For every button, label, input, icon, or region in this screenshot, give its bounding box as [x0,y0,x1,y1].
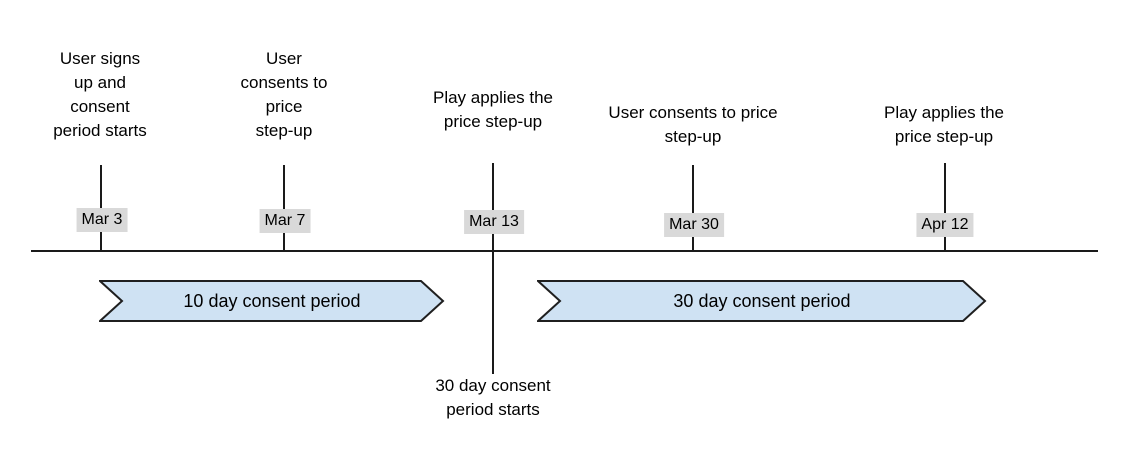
annotation-tick-mar-13 [492,252,494,374]
event-caption-mar-7: User consents to price step-up [240,49,328,140]
chevron-banner-shape [99,280,445,322]
event-date-mar-7: Mar 7 [259,209,311,233]
event-date-mar-30: Mar 30 [664,213,724,237]
event-caption-apr-12: Play applies the price step-up [883,103,1005,146]
chevron-banner-shape [537,280,987,322]
event-tick-mar-7 [283,165,285,251]
period-banner-10-day [99,280,445,322]
event-tick-mar-30 [692,165,694,251]
event-tick-apr-12 [944,163,946,251]
event-caption-mar-30: User consents to price step-up [608,103,778,146]
annotation-caption: 30 day consent period starts [435,376,551,419]
period-banner-30-day [537,280,987,322]
event-date-mar-3: Mar 3 [76,208,128,232]
event-tick-mar-13 [492,163,494,251]
event-caption-mar-13: Play applies the price step-up [432,88,554,131]
event-caption-mar-3: User signs up and consent period starts [53,49,147,140]
timeline-axis [31,250,1098,252]
event-date-mar-13: Mar 13 [464,210,524,234]
event-date-apr-12: Apr 12 [916,213,974,237]
